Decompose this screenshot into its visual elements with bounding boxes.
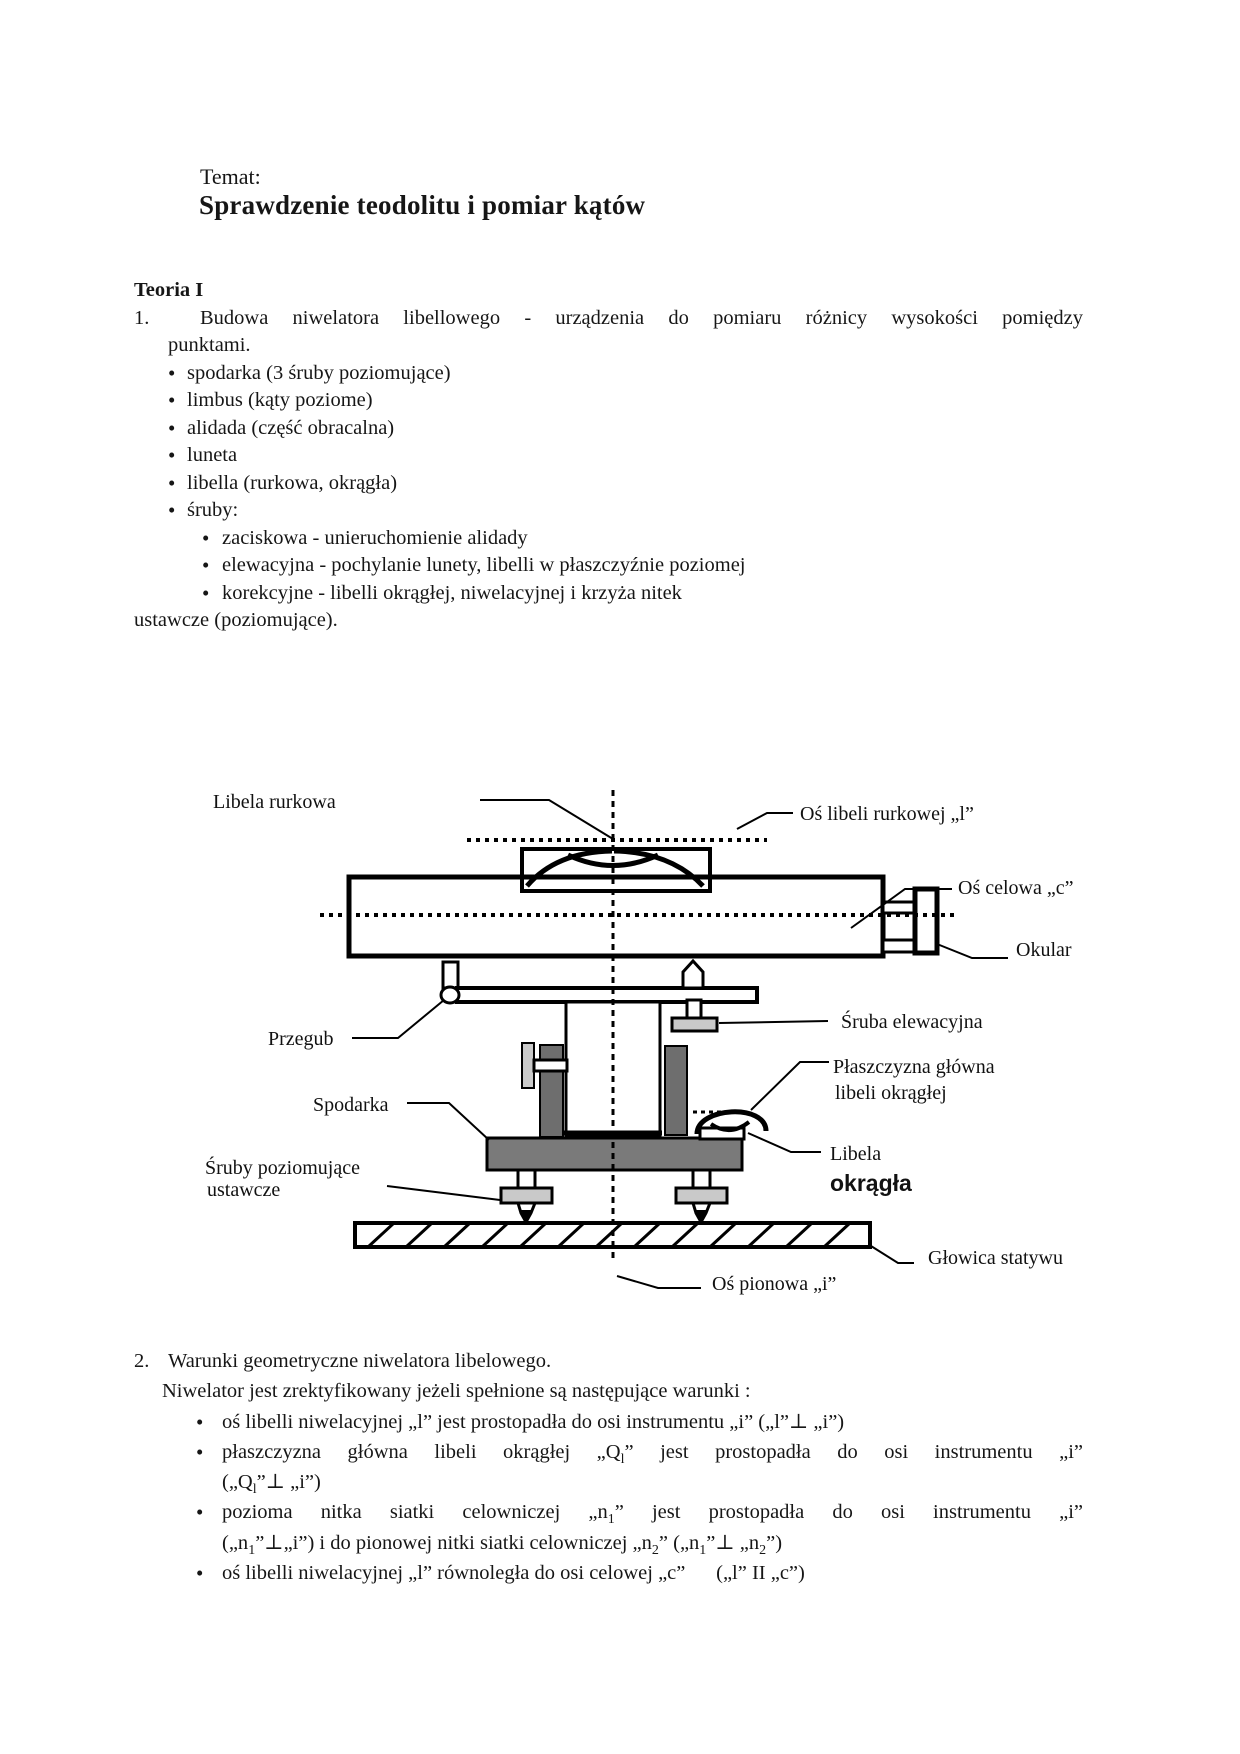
diagram-label-sruby-poziomujace: Śruby poziomujące xyxy=(205,1155,360,1179)
bullet-icon xyxy=(168,360,175,389)
leader-line xyxy=(870,1245,914,1264)
leader-line xyxy=(480,799,614,840)
hinge-pin xyxy=(441,960,460,990)
condition-item: płaszczyzna główna libeli okrągłej „Ql” … xyxy=(134,1437,1083,1467)
circular-level-dome xyxy=(694,1109,769,1135)
intro-line: Niwelator jest zrektyfikowany jeżeli spe… xyxy=(162,1380,751,1403)
right-post xyxy=(664,1045,688,1136)
diagram-label-libeli-okraglej: libeli okrągłej xyxy=(835,1082,947,1104)
numbered-item-1: 1. Budowa niwelatora libellowego - urząd… xyxy=(134,305,1083,333)
screw-nut xyxy=(499,1186,554,1205)
bullet-icon xyxy=(202,525,209,554)
elevation-screw-knob xyxy=(670,1016,719,1033)
leader-line xyxy=(750,1061,829,1111)
leader-line xyxy=(718,1020,829,1024)
section-heading: Teoria I xyxy=(134,279,204,301)
list-item: alidada (część obracalna) xyxy=(134,415,1083,443)
conditions-section: 2. Warunki geometryczne niwelatora libel… xyxy=(134,1346,1083,1588)
diagram-label-libela: Libela xyxy=(830,1143,881,1165)
condition-item-continuation: („n1”⊥„i”) i do pionowej nitki siatki ce… xyxy=(222,1531,783,1558)
diagram-label-spodarka: Spodarka xyxy=(313,1094,389,1116)
leader-line xyxy=(747,1132,821,1153)
diagram-label-plaszczyzna-glowna: Płaszczyzna główna xyxy=(833,1056,995,1078)
bullet-icon xyxy=(168,470,175,499)
level-instrument-diagram: Libela rurkowa Oś libeli rurkowej „l” Oś… xyxy=(205,790,1074,1295)
list-item: śruby: xyxy=(134,497,1083,525)
list-item: libella (rurkowa, okrągła) xyxy=(134,470,1083,498)
leader-line xyxy=(352,999,445,1039)
sub-list-item: elewacyjna - pochylanie lunety, libelli … xyxy=(134,552,1083,580)
bullet-icon xyxy=(202,580,209,609)
sub-list-item: zaciskowa - unieruchomienie alidady xyxy=(134,525,1083,553)
temat-label: Temat: xyxy=(200,164,261,189)
list-item: luneta xyxy=(134,442,1083,470)
diagram-label-libela-rurkowa: Libela rurkowa xyxy=(213,791,336,813)
screw-shaft xyxy=(516,1168,537,1190)
diagram-label-os-libeli-rurkowej: Oś libeli rurkowej „l” xyxy=(800,803,974,825)
tripod-head-hatching xyxy=(366,1221,852,1249)
diagram-label-glowica-statywu: Głowica statywu xyxy=(928,1247,1063,1269)
theory-section: Teoria I 1. Budowa niwelatora libelloweg… xyxy=(134,277,1083,635)
leveling-screw-left xyxy=(499,1168,554,1226)
tribrach-bar xyxy=(455,986,759,1004)
leader-line xyxy=(616,1275,701,1289)
okular-connector xyxy=(881,938,917,954)
bullet-icon xyxy=(168,415,175,444)
leader-line xyxy=(936,943,1008,959)
screw-tip-point xyxy=(521,1210,532,1221)
leader-line xyxy=(386,1185,501,1201)
diagram-label-ustawcze: ustawcze xyxy=(207,1179,280,1201)
elevation-screw-shaft xyxy=(685,998,703,1020)
item-text-line: ustawcze (poziomujące). xyxy=(134,609,338,631)
bubble-arc xyxy=(525,848,613,888)
bullet-icon xyxy=(196,1407,203,1438)
diagram-label-przegub: Przegub xyxy=(268,1028,334,1050)
list-item: limbus (kąty poziome) xyxy=(134,387,1083,415)
hinge-circle xyxy=(439,985,461,1005)
bullet-icon xyxy=(202,552,209,581)
screw-nut xyxy=(674,1186,729,1205)
bullet-icon xyxy=(196,1558,203,1589)
diagram-label-os-pionowa: Oś pionowa „i” xyxy=(712,1273,836,1295)
numbered-item-2: 2. Warunki geometryczne niwelatora libel… xyxy=(134,1346,1083,1376)
leader-line xyxy=(407,1102,490,1141)
condition-item: oś libelli niwelacyjnej „l” jest prostop… xyxy=(134,1407,1083,1437)
condition-item-continuation: („Ql”⊥ „i”) xyxy=(222,1471,321,1498)
diagram-label-sruba-elewacyjna: Śruba elewacyjna xyxy=(841,1009,983,1033)
item-number: 1. xyxy=(134,306,150,329)
bubble-arc xyxy=(566,852,660,868)
leader-line xyxy=(850,888,952,929)
sub-list-item: korekcyjne - libelli okrągłej, niwelacyj… xyxy=(134,580,1083,608)
diagram-label-okragla: okrągła xyxy=(830,1170,912,1196)
screw-tip-point xyxy=(696,1210,707,1221)
bullet-icon xyxy=(168,442,175,471)
item-text-line: Budowa niwelatora libellowego - urządzen… xyxy=(200,306,1083,329)
clamp-screw xyxy=(532,1058,569,1073)
okular-connector xyxy=(881,900,917,915)
bubble-arc xyxy=(613,848,705,888)
clamp-screw-blade xyxy=(521,1042,535,1089)
diagram-label-os-celowa: Oś celowa „c” xyxy=(958,877,1074,899)
okular-block xyxy=(912,886,940,956)
circular-level-inner-arc xyxy=(709,1120,751,1132)
bullet-icon xyxy=(196,1437,203,1468)
section-heading-2: Warunki geometryczne niwelatora libelowe… xyxy=(168,1350,552,1372)
bullet-icon xyxy=(196,1497,203,1528)
diagram-label-okular: Okular xyxy=(1016,939,1072,961)
bullet-icon xyxy=(168,387,175,416)
leveling-screw-right xyxy=(674,1168,729,1226)
elevation-screw-pin xyxy=(681,958,705,990)
screw-shaft xyxy=(691,1168,712,1190)
leader-line xyxy=(736,812,793,830)
list-item: spodarka (3 śruby poziomujące) xyxy=(134,360,1083,388)
item-number: 2. xyxy=(134,1350,150,1372)
item-text-line: punktami. xyxy=(168,334,251,356)
page-title: Sprawdzenie teodolitu i pomiar kątów xyxy=(199,190,646,220)
condition-item: oś libelli niwelacyjnej „l” równoległa d… xyxy=(134,1558,1083,1588)
bullet-icon xyxy=(168,497,175,526)
condition-item: pozioma nitka siatki celowniczej „n1” je… xyxy=(134,1497,1083,1527)
